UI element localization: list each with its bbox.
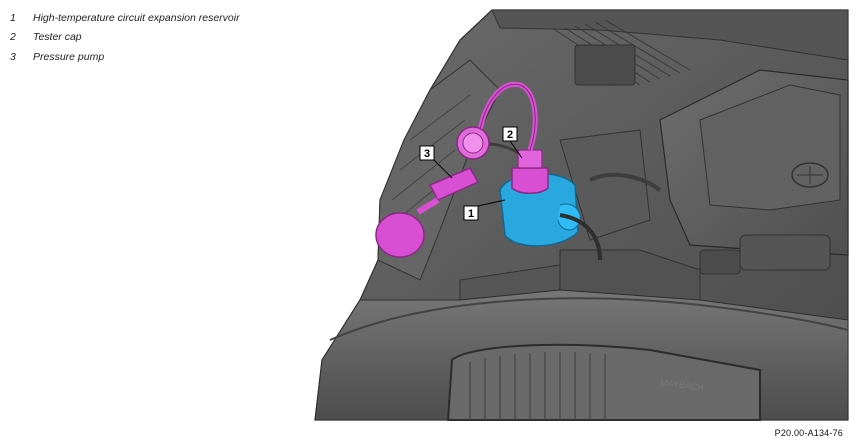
legend-label: Tester cap bbox=[33, 31, 82, 44]
callout-1: 1 bbox=[463, 199, 506, 221]
legend: 1 High-temperature circuit expansion res… bbox=[10, 8, 240, 67]
legend-item: 1 High-temperature circuit expansion res… bbox=[10, 8, 240, 28]
figure-code: P20.00-A134-76 bbox=[774, 428, 843, 438]
legend-number: 3 bbox=[10, 50, 16, 63]
legend-item: 3 Pressure pump bbox=[10, 47, 240, 67]
callout-2-label: 2 bbox=[507, 129, 513, 141]
callout-1-label: 1 bbox=[468, 208, 474, 220]
legend-number: 1 bbox=[10, 11, 16, 24]
engine-components bbox=[459, 129, 701, 316]
engine-cover bbox=[659, 69, 849, 275]
legend-item: 2 Tester cap bbox=[10, 28, 240, 48]
callout-3-label: 3 bbox=[424, 148, 430, 160]
legend-label: High-temperature circuit expansion reser… bbox=[33, 11, 240, 24]
callout-2: 2 bbox=[502, 126, 523, 159]
legend-label: Pressure pump bbox=[33, 50, 105, 63]
legend-number: 2 bbox=[10, 31, 16, 44]
callout-3: 3 bbox=[419, 145, 453, 179]
pressure-pump bbox=[375, 81, 538, 258]
tester-cap bbox=[511, 149, 549, 194]
radiator-grille: MAYBACH bbox=[446, 343, 761, 421]
